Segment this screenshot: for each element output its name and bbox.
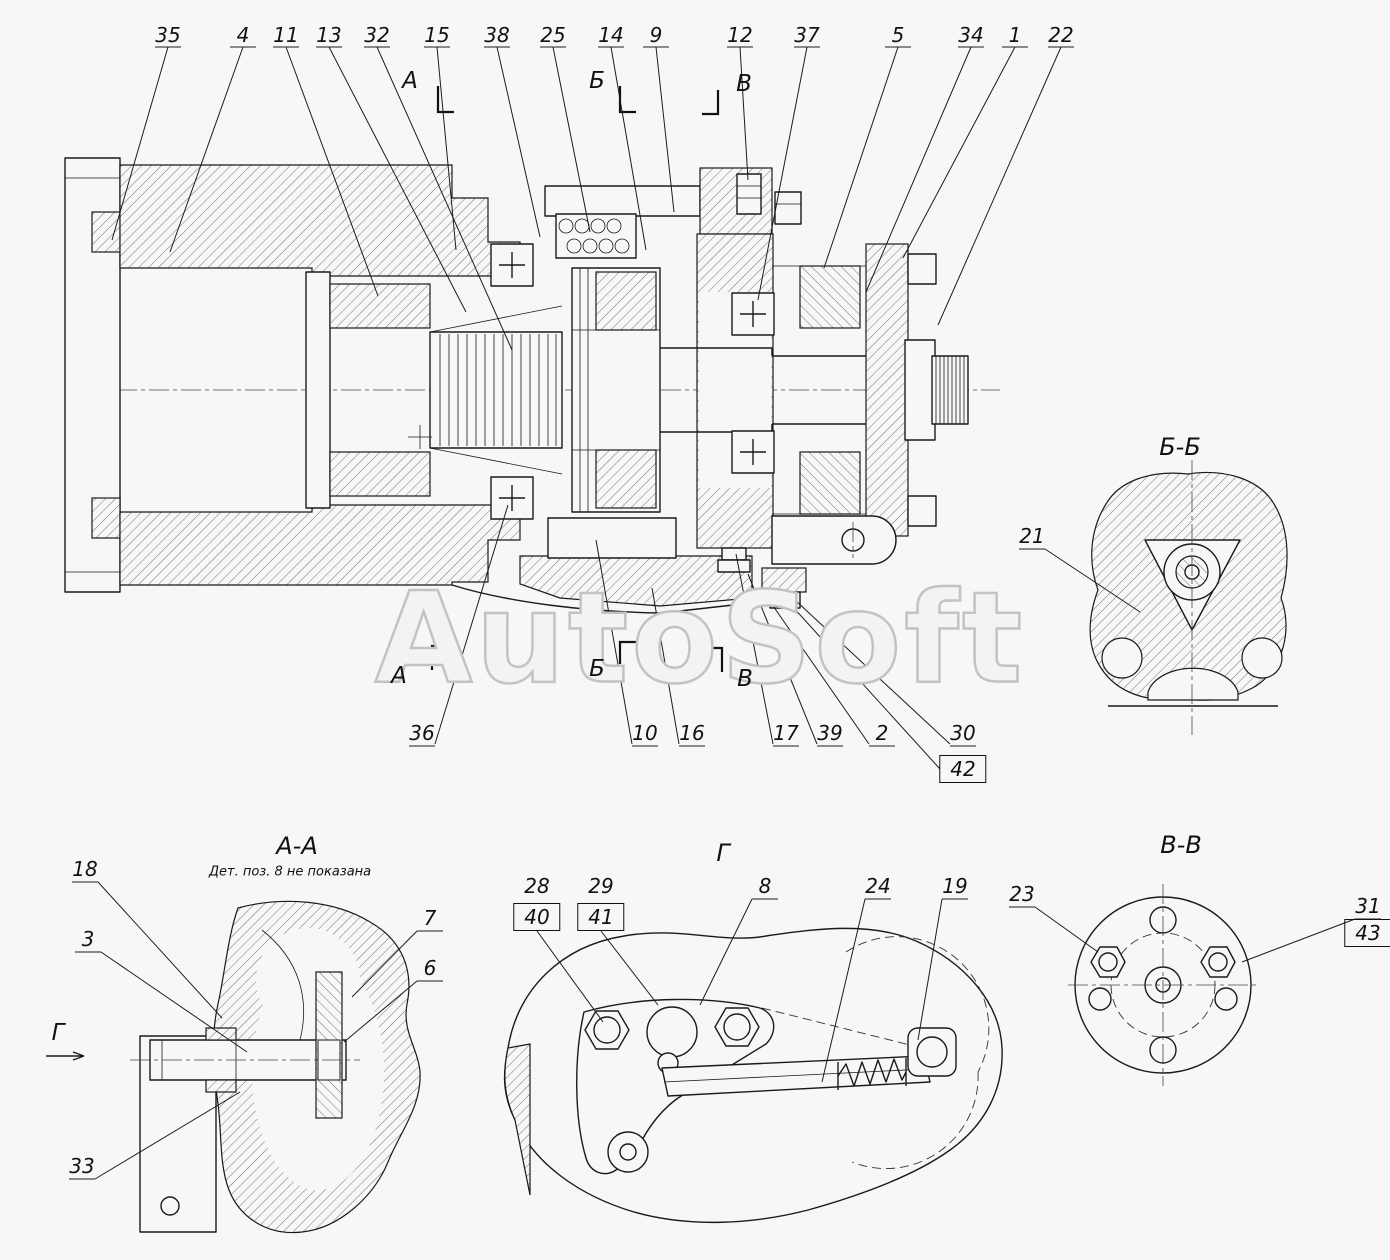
callout-25: 25	[540, 23, 566, 47]
callout-9: 9	[649, 23, 663, 47]
callout-15: 15	[424, 23, 450, 47]
section-marker-v-bottom: В	[737, 666, 753, 692]
callout-34: 34	[958, 23, 984, 47]
section-vv-title: В-В	[1160, 831, 1202, 859]
section-bb-title: Б-Б	[1159, 433, 1201, 461]
callout-36: 36	[409, 721, 435, 745]
section-aa-drawing	[46, 900, 421, 1234]
callout-35: 35	[155, 23, 181, 47]
section-marker-a-top: А	[402, 68, 418, 94]
view-g-marker: Г	[51, 1020, 65, 1046]
callout-41-boxed: 41	[577, 903, 625, 931]
callout-11: 11	[273, 23, 299, 47]
section-aa-title: А-А	[276, 832, 318, 860]
watermark: AutoSoft	[374, 563, 1026, 713]
callout-24: 24	[865, 874, 891, 898]
view-g-title: Г	[716, 839, 730, 867]
callout-3: 3	[81, 927, 95, 951]
callout-7: 7	[423, 906, 437, 930]
callout-6: 6	[423, 956, 437, 980]
callout-23: 23	[1009, 882, 1035, 906]
callout-19: 19	[942, 874, 968, 898]
callout-22: 22	[1048, 23, 1074, 47]
callout-33: 33	[69, 1154, 95, 1178]
callout-29: 29	[588, 874, 614, 898]
callout-10: 10	[632, 721, 658, 745]
callout-28: 28	[524, 874, 550, 898]
callout-2: 2	[875, 721, 889, 745]
callout-14: 14	[598, 23, 624, 47]
main-assembly-drawing	[64, 86, 1000, 672]
callout-40-boxed: 40	[513, 903, 561, 931]
callout-31: 31	[1355, 894, 1381, 918]
callout-12: 12	[727, 23, 753, 47]
section-aa-note: Дет. поз. 8 не показана	[208, 864, 372, 880]
callout-39: 39	[817, 721, 843, 745]
callout-17: 17	[773, 721, 799, 745]
leader-lines	[69, 46, 1381, 1180]
callout-38: 38	[484, 23, 510, 47]
callout-4: 4	[236, 23, 250, 47]
section-marker-b-top: Б	[589, 68, 605, 94]
callout-18: 18	[72, 857, 98, 881]
view-g-drawing	[503, 927, 1003, 1224]
callout-30: 30	[950, 721, 976, 745]
callout-1: 1	[1008, 23, 1022, 47]
callout-21: 21	[1019, 524, 1045, 548]
callout-5: 5	[891, 23, 905, 47]
callout-42-boxed: 42	[939, 755, 987, 783]
section-marker-b-bottom: Б	[589, 656, 605, 682]
callout-32: 32	[364, 23, 390, 47]
callout-13: 13	[316, 23, 342, 47]
callout-43-boxed: 43	[1344, 919, 1390, 947]
section-bb-drawing	[1089, 460, 1288, 735]
callout-37: 37	[794, 23, 820, 47]
section-vv-drawing	[1068, 884, 1258, 1086]
callout-16: 16	[679, 721, 705, 745]
section-marker-a-bottom: А	[391, 663, 407, 689]
callout-8: 8	[758, 874, 772, 898]
section-marker-v-top: В	[736, 71, 752, 97]
